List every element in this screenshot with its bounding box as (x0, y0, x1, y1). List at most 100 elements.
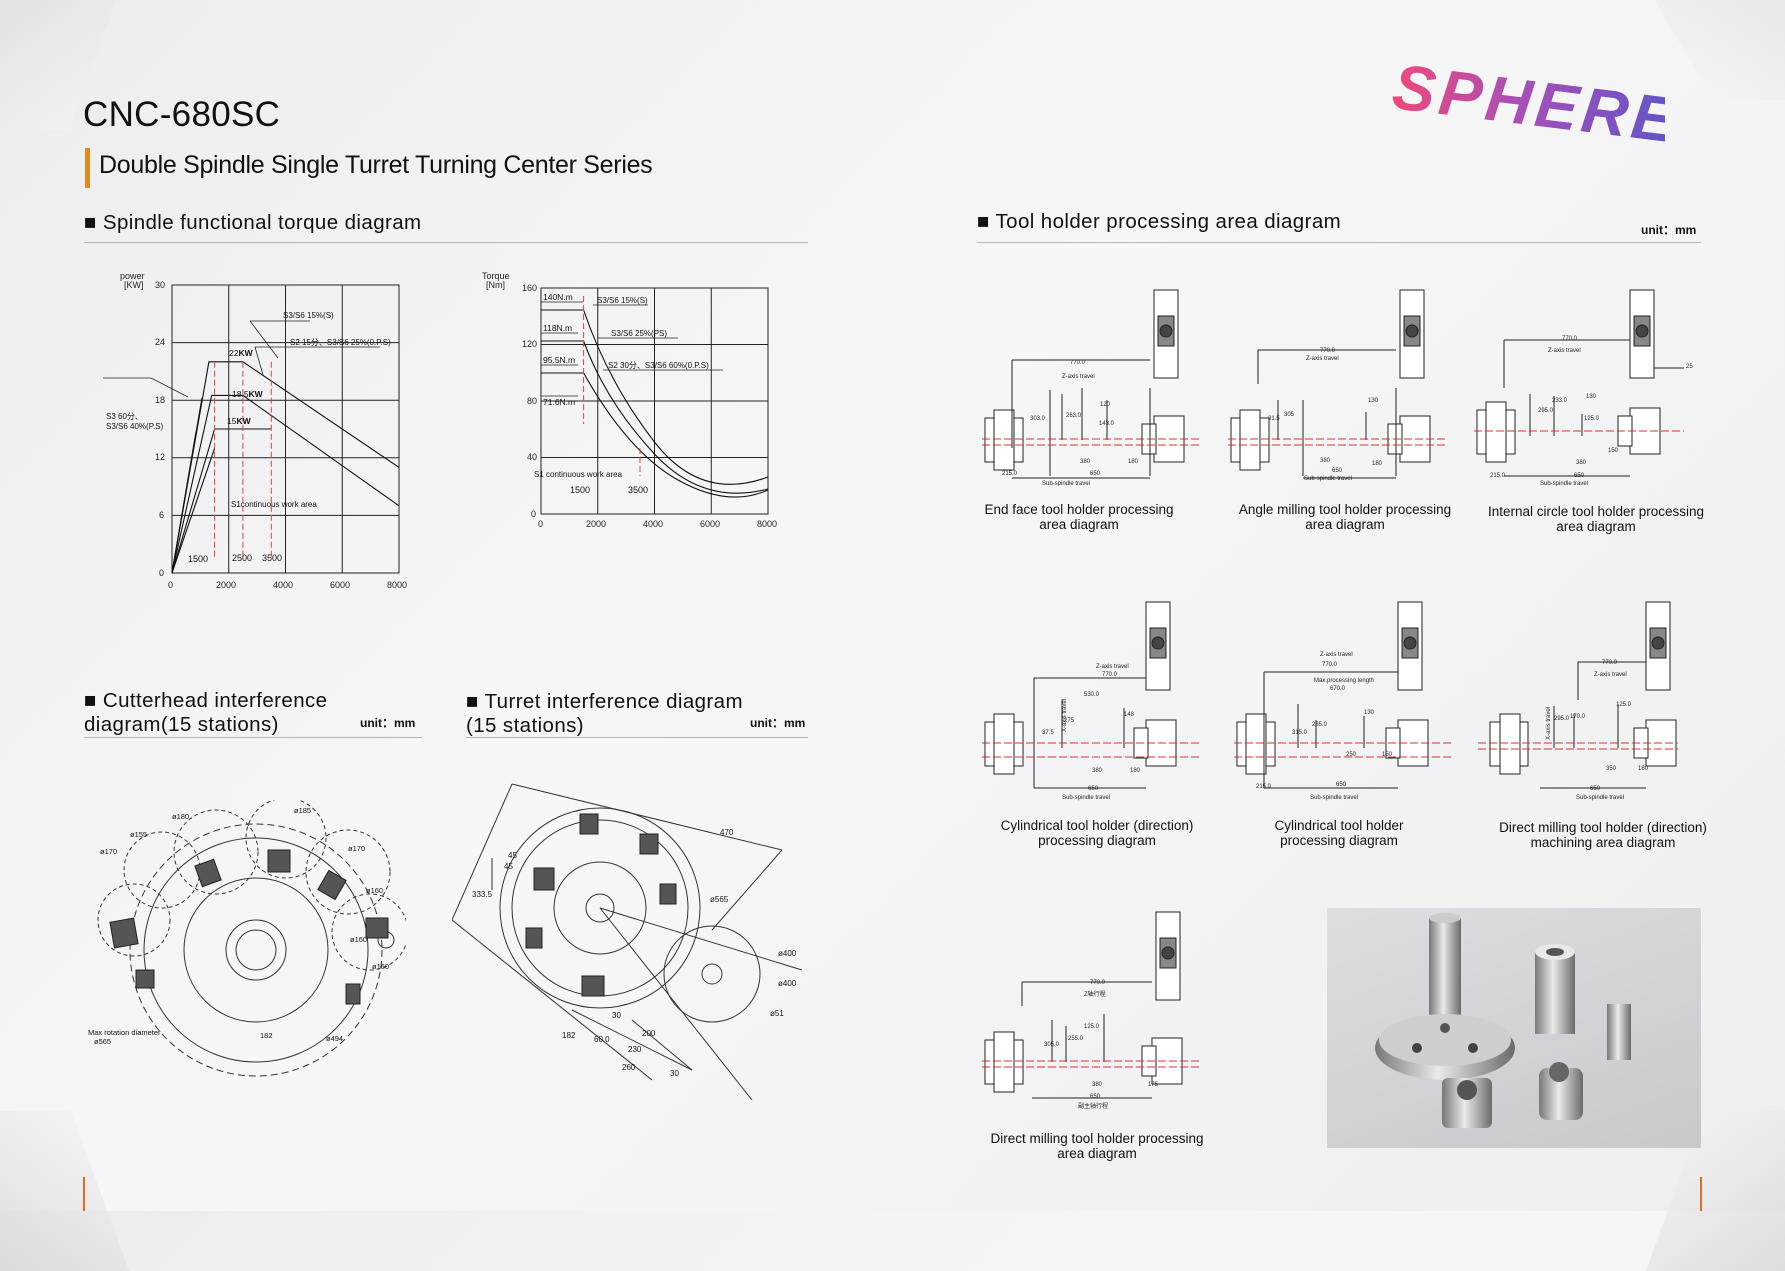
svg-text:6000: 6000 (330, 580, 350, 590)
svg-text:235.0: 235.0 (1312, 722, 1328, 728)
svg-text:24: 24 (155, 337, 165, 347)
model-title: CNC-680SC (83, 95, 281, 134)
svg-text:125.0: 125.0 (1084, 1024, 1100, 1030)
svg-text:18.5KW: 18.5KW (232, 389, 264, 399)
svg-text:0: 0 (159, 568, 164, 578)
svg-text:770.0: 770.0 (1322, 662, 1338, 668)
svg-text:Sub-spindle travel: Sub-spindle travel (1062, 795, 1110, 801)
svg-text:148: 148 (1124, 712, 1135, 718)
svg-text:40: 40 (527, 452, 537, 462)
svg-text:180: 180 (1128, 459, 1139, 465)
svg-text:18: 18 (155, 395, 165, 405)
internal-circle-tool-holder-diagram: 770.0Z-axis travel 295.0233.0130125.025 … (1474, 289, 1693, 486)
svg-text:3500: 3500 (262, 553, 282, 563)
svg-text:770.0: 770.0 (1070, 360, 1086, 366)
svg-text:30: 30 (612, 1011, 621, 1020)
svg-text:260: 260 (622, 1063, 636, 1072)
svg-text:275: 275 (1064, 718, 1075, 724)
section-divider (84, 737, 422, 738)
svg-text:2500: 2500 (232, 553, 252, 563)
tool-diagram-caption: Cylindrical tool holder processing diagr… (1274, 818, 1404, 848)
corner-decoration (0, 1111, 130, 1271)
svg-text:670.0: 670.0 (1330, 686, 1346, 692)
svg-text:Z-axis travel: Z-axis travel (1594, 672, 1627, 678)
svg-text:3500: 3500 (628, 485, 648, 495)
svg-text:8000: 8000 (387, 580, 407, 590)
svg-text:ø185: ø185 (294, 806, 311, 815)
svg-text:315.0: 315.0 (1292, 730, 1308, 736)
svg-text:ø170: ø170 (100, 847, 117, 856)
svg-text:150: 150 (1382, 752, 1393, 758)
svg-text:255.0: 255.0 (1068, 1036, 1084, 1042)
svg-text:380: 380 (1092, 768, 1103, 774)
tool-holder-section-title: ■ Tool holder processing area diagram (977, 210, 1342, 233)
svg-text:S2 15分、S3/S6 25%(0.P.S): S2 15分、S3/S6 25%(0.P.S) (290, 338, 391, 347)
svg-text:650: 650 (1332, 468, 1343, 474)
cutterhead-title-line2: diagram(15 stations) (84, 713, 279, 736)
section-divider (84, 242, 808, 243)
svg-text:37.5: 37.5 (1042, 730, 1054, 736)
svg-text:650: 650 (1336, 782, 1347, 788)
svg-text:ø180: ø180 (172, 812, 189, 821)
svg-text:ø155: ø155 (130, 830, 147, 839)
svg-text:S1 continuous work area: S1 continuous work area (534, 470, 623, 479)
decorative-mark (83, 1177, 85, 1211)
svg-text:ø51: ø51 (770, 1009, 784, 1018)
svg-text:31.5: 31.5 (1268, 416, 1280, 422)
svg-text:Z-axis travel: Z-axis travel (1548, 348, 1581, 354)
svg-text:2000: 2000 (586, 519, 606, 527)
svg-text:130: 130 (1368, 398, 1379, 404)
sphere-logo: SPHERE (1389, 62, 1665, 157)
svg-text:130: 130 (1364, 710, 1375, 716)
svg-text:120: 120 (1100, 402, 1111, 408)
svg-text:ø565: ø565 (710, 895, 729, 904)
svg-text:ø494: ø494 (326, 1034, 343, 1043)
svg-text:303.0: 303.0 (1030, 416, 1046, 422)
svg-text:15KW: 15KW (227, 416, 252, 426)
svg-text:650: 650 (1590, 786, 1601, 792)
svg-text:22KW: 22KW (229, 348, 254, 358)
power-annotations: 22KW 18.5KW 15KW S3/S6 15%(S) S2 15分、S3/… (106, 311, 391, 564)
cutterhead-section-title: ■ Cutterhead interference diagram(15 sta… (84, 689, 327, 737)
torque-grid (540, 287, 769, 515)
svg-text:143.0: 143.0 (1099, 421, 1115, 427)
svg-text:160: 160 (522, 283, 537, 293)
svg-text:S2 30分、S3/S6 60%(0.P.S): S2 30分、S3/S6 60%(0.P.S) (608, 361, 709, 370)
tool-diagram-caption: Direct milling tool holder (direction) m… (1499, 820, 1707, 850)
svg-text:95.5N.m: 95.5N.m (543, 355, 575, 365)
svg-text:S1continuous work area: S1continuous work area (231, 500, 317, 509)
unit-label: unit：mm (1641, 223, 1697, 237)
torque-section-title: ■ Spindle functional torque diagram (84, 211, 422, 234)
svg-text:130: 130 (1586, 394, 1597, 400)
svg-text:380: 380 (1092, 1082, 1103, 1088)
svg-text:ø400: ø400 (778, 949, 797, 958)
svg-text:175: 175 (1148, 1082, 1159, 1088)
turret-section-title: ■ Turret interference diagram (15 statio… (466, 690, 743, 738)
svg-text:45: 45 (508, 851, 517, 860)
tool-diagram-caption: Angle milling tool holder processing are… (1238, 502, 1452, 532)
logo-text: SPHERE (1389, 62, 1665, 157)
svg-text:ø170: ø170 (348, 844, 365, 853)
svg-text:180: 180 (1638, 766, 1649, 772)
svg-text:200: 200 (642, 1029, 656, 1038)
svg-text:180: 180 (1130, 768, 1141, 774)
svg-text:Z-axis travel: Z-axis travel (1062, 374, 1095, 380)
tool-diagram-caption: End face tool holder processing area dia… (984, 502, 1174, 532)
svg-text:170.0: 170.0 (1570, 714, 1586, 720)
svg-text:Z-axis travel: Z-axis travel (1320, 652, 1353, 658)
svg-text:1500: 1500 (570, 485, 590, 495)
svg-text:250: 250 (1346, 752, 1357, 758)
torque-leaders (541, 301, 723, 397)
svg-text:650: 650 (1088, 786, 1099, 792)
torque-ylabel-2: [Nm] (486, 280, 505, 290)
svg-text:30: 30 (670, 1069, 679, 1078)
svg-text:4000: 4000 (643, 519, 663, 527)
section-divider (977, 242, 1701, 243)
product-photo (1327, 908, 1701, 1148)
tool-diagram-caption: Internal circle tool holder processing a… (1487, 504, 1705, 534)
svg-text:Sub-spindle travel: Sub-spindle travel (1304, 476, 1352, 482)
